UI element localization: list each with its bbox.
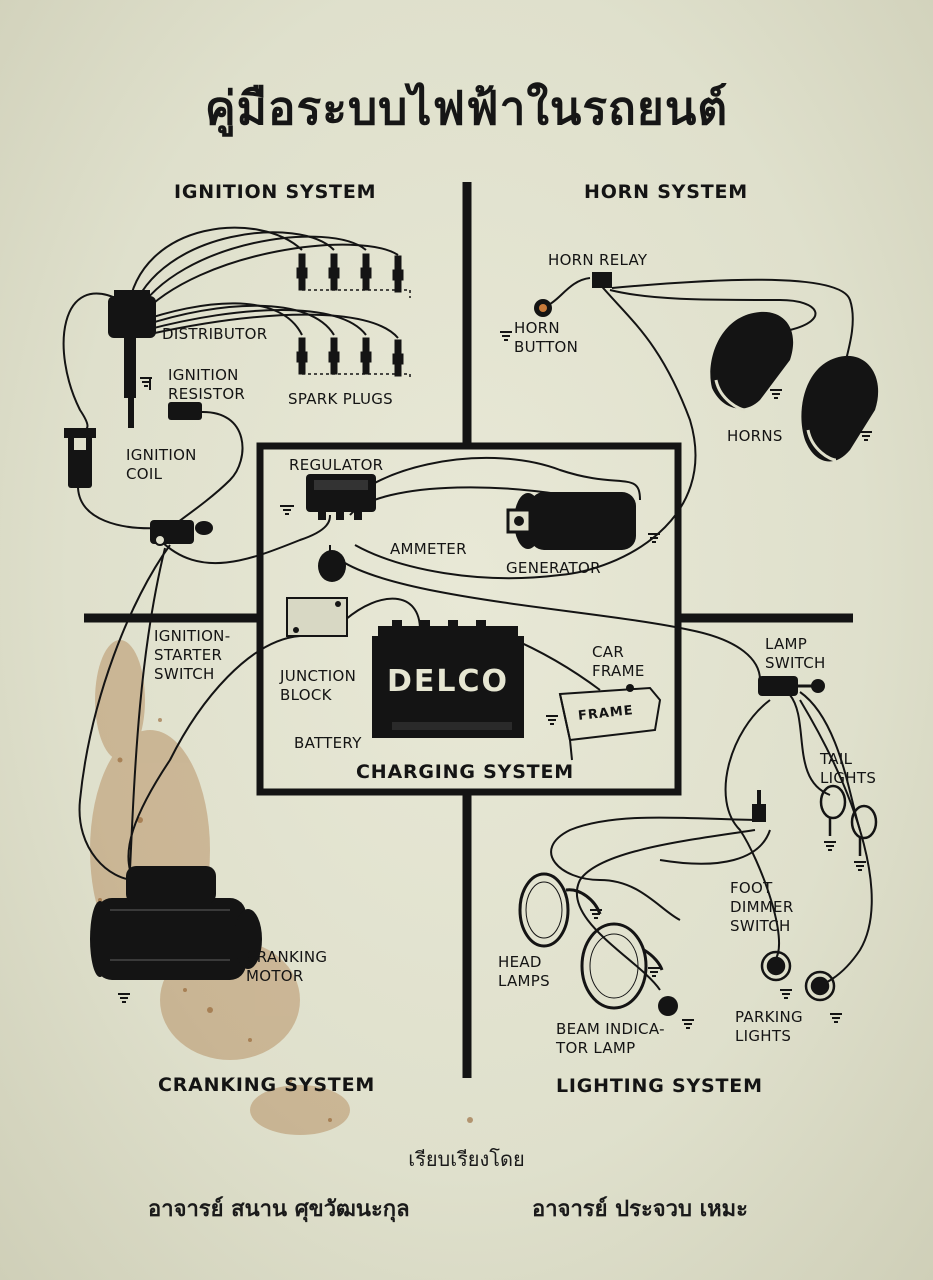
poster-title: คู่มือระบบไฟฟ้าในรถยนต์	[204, 81, 729, 135]
parking-lights-label: PARKING LIGHTS	[735, 1008, 803, 1045]
head-lamp-icons	[518, 872, 664, 1010]
horn-button-label: HORN BUTTON	[514, 319, 579, 356]
author-1: อาจารย์ สนาน ศุขวัฒนะกุล	[148, 1197, 410, 1222]
lamp-switch-label: LAMP SWITCH	[765, 635, 826, 672]
beam-indicator-lamp-label: BEAM INDICA- TOR LAMP	[556, 1020, 665, 1057]
tail-light-icons	[819, 784, 878, 856]
horn-relay-label: HORN RELAY	[548, 251, 648, 269]
distributor-label: DISTRIBUTOR	[162, 325, 268, 343]
ignition-resistor-icon	[168, 402, 202, 420]
ground-symbols	[118, 331, 872, 1029]
battery-brand: DELCO	[386, 664, 510, 699]
horn-button-icon	[534, 299, 552, 317]
horn-icons	[710, 311, 879, 462]
spark-plugs-label: SPARK PLUGS	[288, 390, 393, 408]
horn-relay-icon	[592, 272, 612, 288]
regulator-icon	[306, 474, 376, 520]
foot-dimmer-switch-label: FOOT DIMMER SWITCH	[730, 879, 794, 935]
tail-lights-label: TAIL LIGHTS	[820, 750, 877, 787]
head-lamps-label: HEAD LAMPS	[498, 953, 550, 990]
parking-light-icons	[760, 950, 836, 1002]
spark-plug-icons	[296, 253, 411, 380]
cranking-motor-label: CRANKING MOTOR	[246, 948, 328, 985]
ignition-resistor-label: IGNITION RESISTOR	[168, 366, 246, 403]
battery-label: BATTERY	[294, 734, 362, 752]
cranking-motor-icon	[90, 866, 262, 980]
generator-label: GENERATOR	[506, 559, 601, 577]
lamp-switch-icon	[758, 676, 825, 696]
junction-block-label: JUNCTION BLOCK	[280, 667, 357, 704]
regulator-label: REGULATOR	[289, 456, 384, 474]
arranged-by: เรียบเรียงโดย	[408, 1147, 525, 1171]
ignition-coil-label: IGNITION COIL	[126, 446, 197, 483]
junction-block-icon	[286, 597, 348, 637]
author-2: อาจารย์ ประจวบ เหมะ	[532, 1197, 748, 1222]
ignition-starter-switch-label: IGNITION- STARTER SWITCH	[154, 627, 231, 683]
generator-icon	[506, 492, 636, 550]
ammeter-icon	[318, 550, 346, 582]
dividers	[84, 182, 853, 1078]
lighting-system-heading: LIGHTING SYSTEM	[556, 1075, 763, 1097]
horn-system-heading: HORN SYSTEM	[584, 181, 748, 203]
distributor-icon	[108, 290, 156, 428]
ammeter-label: AMMETER	[390, 540, 467, 558]
rust-specks	[98, 718, 473, 1123]
ignition-system-heading: IGNITION SYSTEM	[174, 181, 377, 203]
horns-label: HORNS	[727, 427, 783, 445]
charging-system-heading: CHARGING SYSTEM	[356, 761, 574, 783]
car-frame-icon	[558, 684, 662, 761]
car-frame-label: CAR FRAME	[592, 643, 645, 680]
foot-dimmer-icon	[752, 790, 766, 822]
ignition-coil-icon	[64, 428, 96, 488]
battery-icon	[372, 620, 524, 738]
ignition-switch-icon	[150, 520, 213, 546]
cranking-system-heading: CRANKING SYSTEM	[158, 1074, 376, 1096]
beam-indicator-icon	[658, 996, 678, 1016]
